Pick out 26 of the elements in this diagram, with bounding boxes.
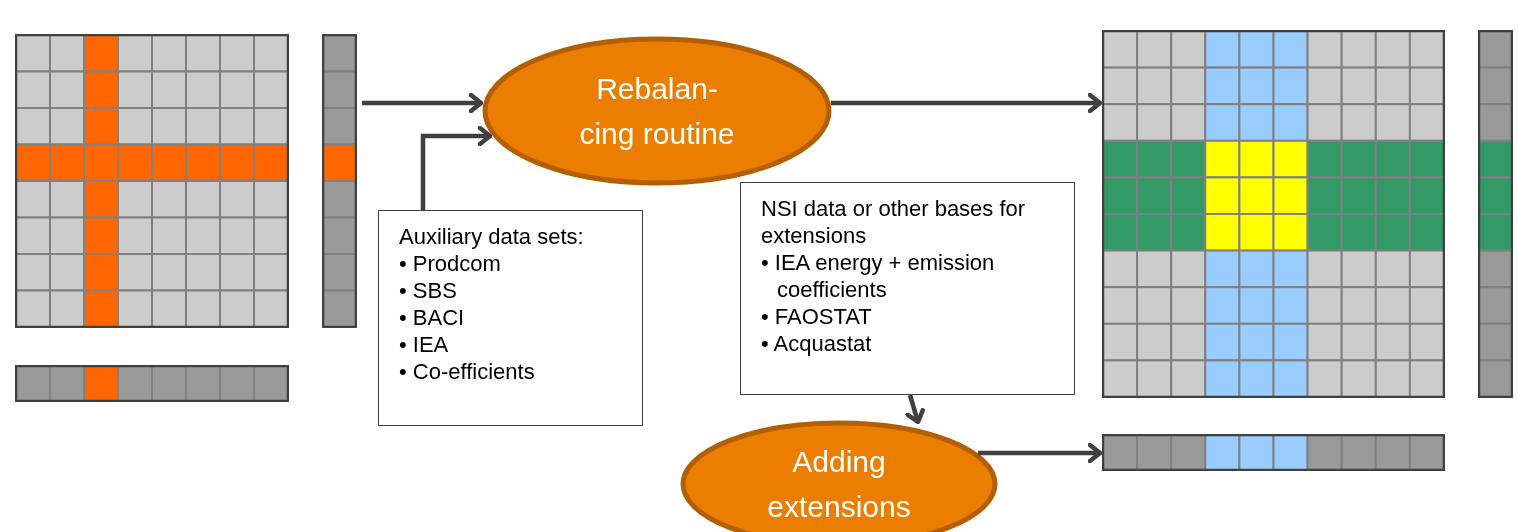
bullet-item: • IEA energy + emission coefficients: [761, 249, 996, 303]
process-label: Adding extensions: [766, 444, 912, 525]
bullet-item: • Acquastat: [761, 330, 873, 357]
arrow: [978, 442, 1103, 464]
process-label: Rebalan- cing routine: [578, 71, 736, 152]
vector-bar: [15, 365, 289, 402]
arrow: [831, 92, 1103, 114]
bullet-item: • IEA: [399, 331, 450, 358]
matrix-grid: [15, 34, 289, 328]
text-box: [378, 210, 643, 426]
process-ellipse: [482, 36, 832, 186]
bullet-item: • FAOSTAT: [761, 303, 873, 330]
arrow: [905, 394, 926, 425]
vector-bar: [322, 34, 357, 328]
text-box: [740, 182, 1075, 395]
box-heading: NSI data or other bases for extensions: [761, 195, 1027, 249]
arrow: [362, 92, 484, 114]
box-heading: Auxiliary data sets:: [399, 223, 585, 250]
bullet-item: • BACI: [399, 304, 466, 331]
vector-bar: [1478, 30, 1513, 398]
bullet-item: • Prodcom: [399, 250, 502, 277]
matrix-grid: [1102, 30, 1445, 398]
bullet-item: • Co-efficients: [399, 358, 536, 385]
bullet-item: • SBS: [399, 277, 458, 304]
vector-bar: [1102, 434, 1445, 471]
arrow: [420, 125, 493, 210]
